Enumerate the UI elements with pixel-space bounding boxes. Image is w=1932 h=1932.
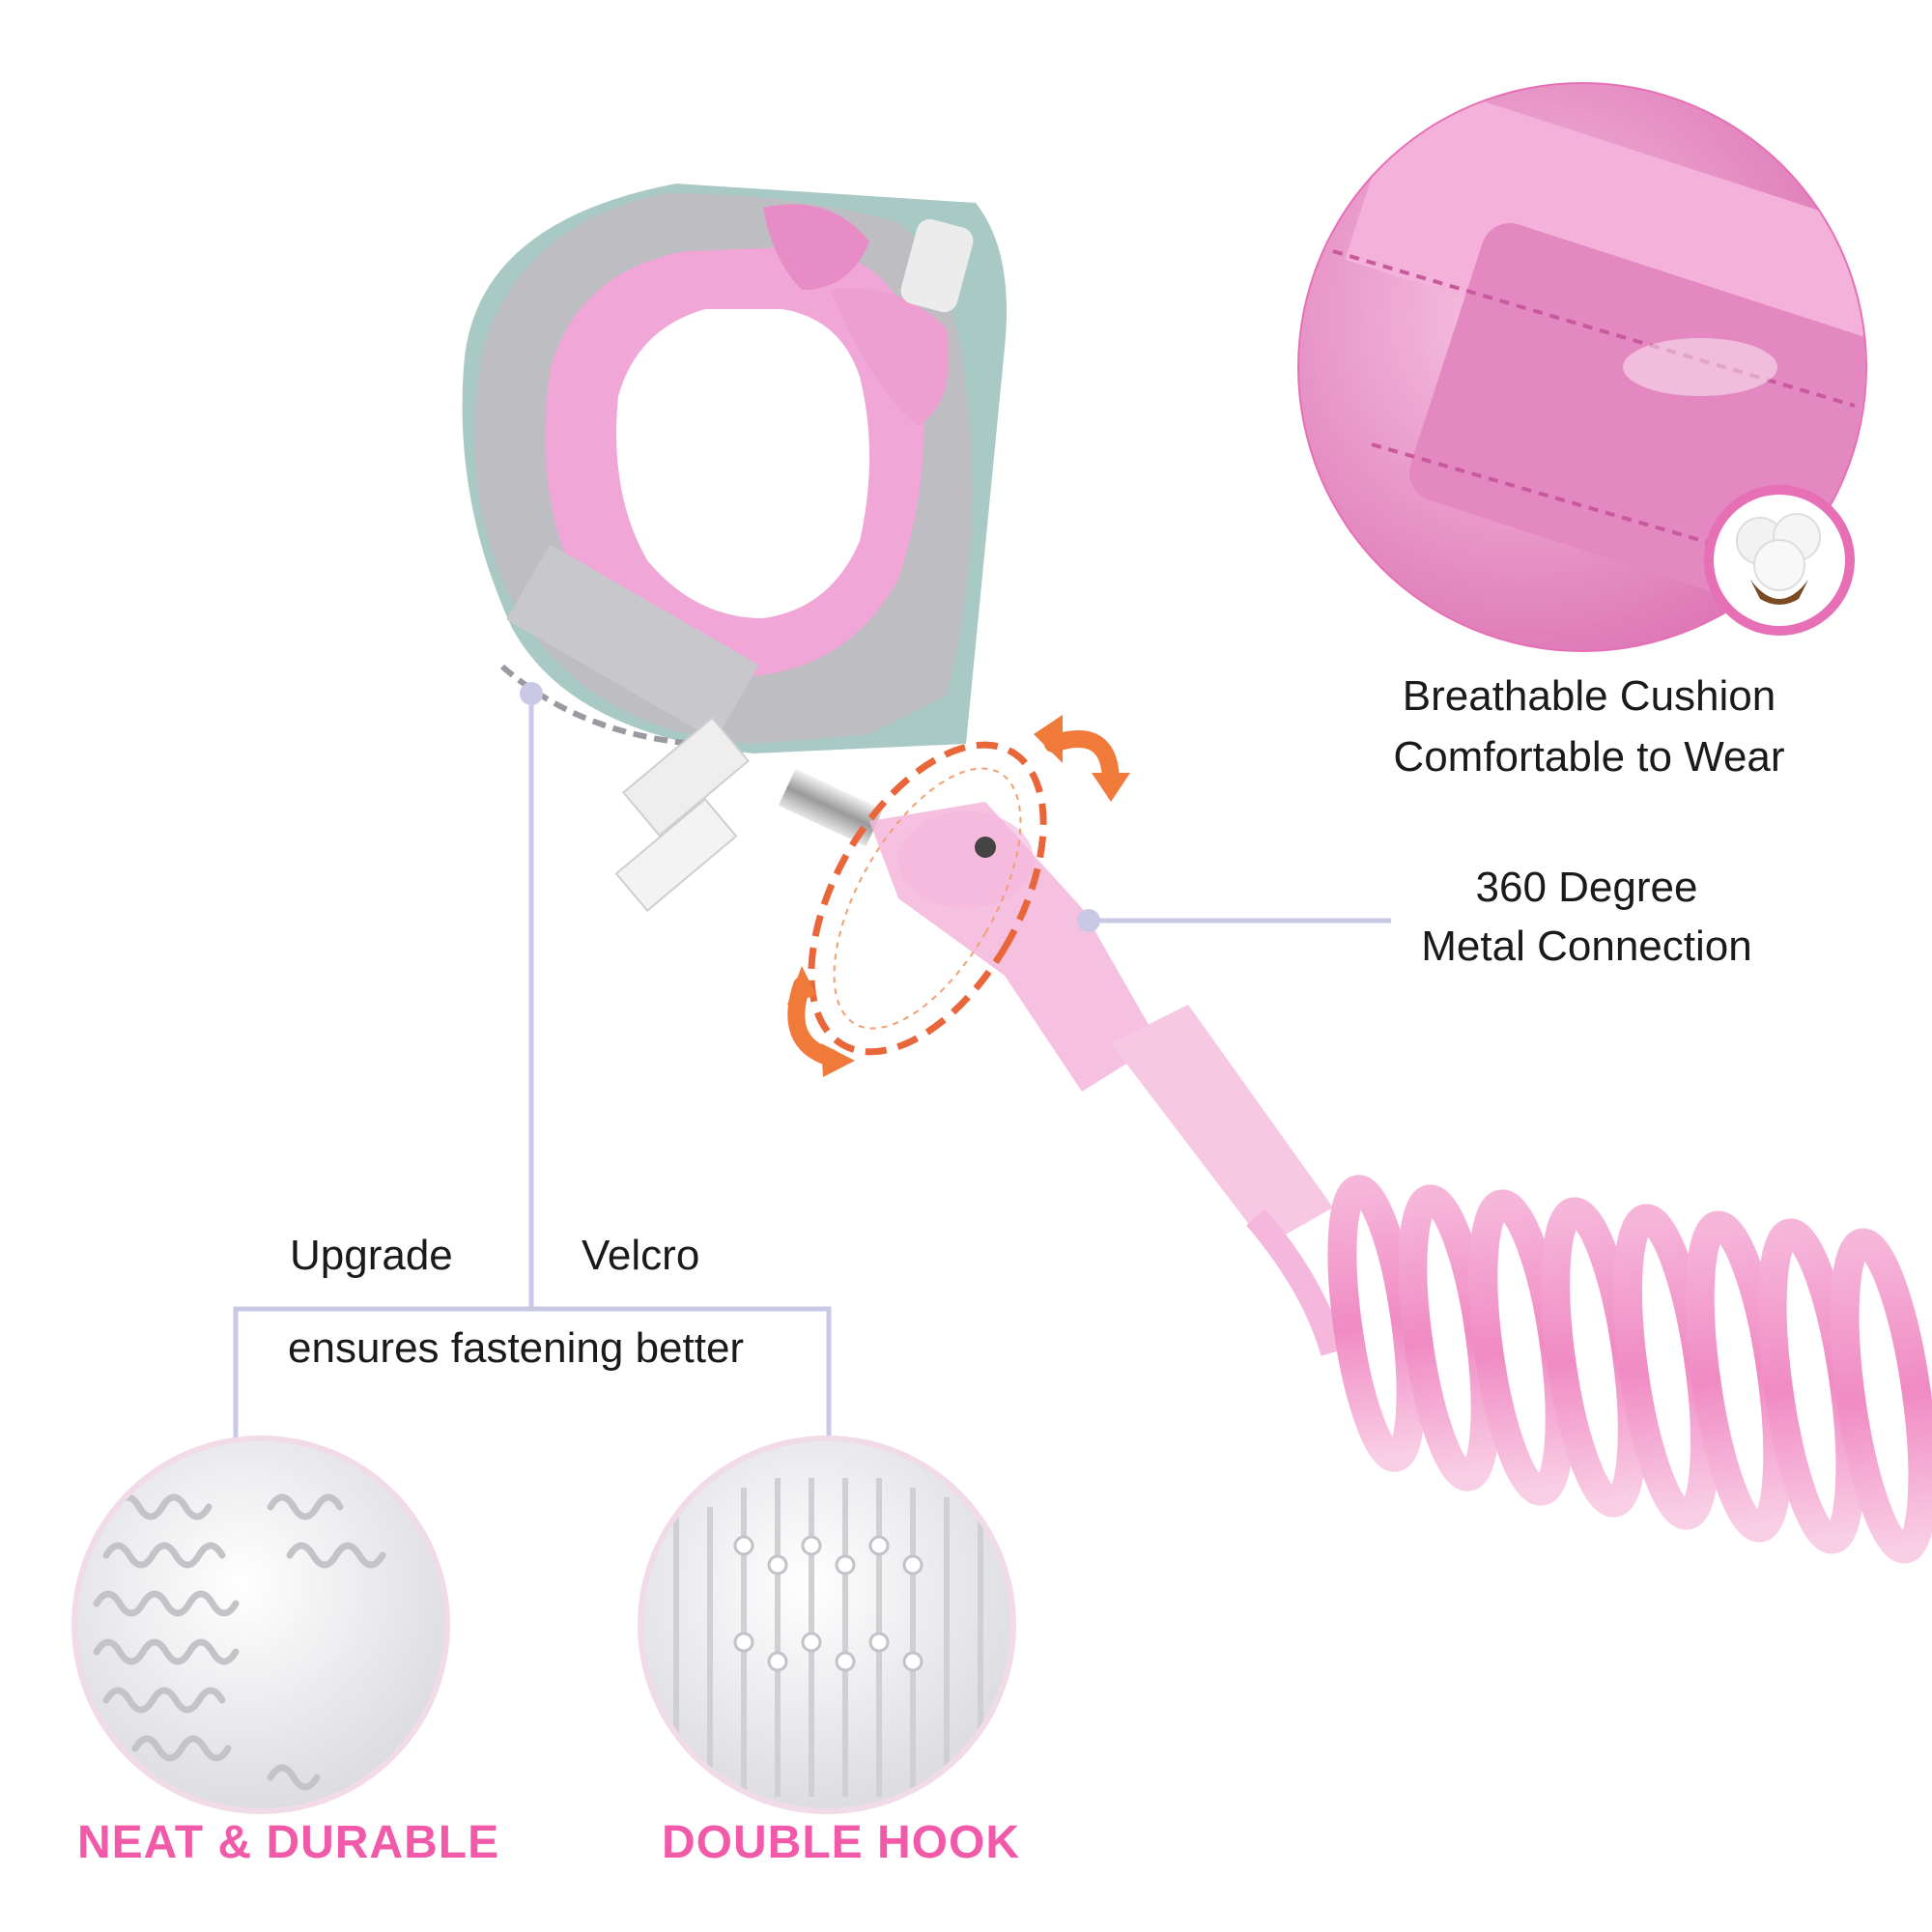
double-hook-closeup <box>638 1435 1016 1814</box>
rotation-arrow-icon <box>787 715 1130 1077</box>
feature-double-hook: DOUBLE HOOK <box>662 1817 1020 1868</box>
callout-dot-connection <box>1077 909 1100 932</box>
cotton-icon <box>1704 485 1855 636</box>
feature-neat-durable: NEAT & DURABLE <box>77 1817 500 1868</box>
callout-dot-strap <box>520 682 543 705</box>
cushion-closeup <box>1297 82 1867 652</box>
neat-durable-closeup <box>71 1435 450 1814</box>
velcro-caption-upgrade: Upgrade <box>290 1232 453 1279</box>
velcro-caption-velcro: Velcro <box>582 1232 700 1279</box>
cushion-caption-line2: Comfortable to Wear <box>1393 733 1785 781</box>
coiled-cable <box>1246 1175 1932 1564</box>
connection-caption-line2: Metal Connection <box>1421 923 1752 970</box>
cushion-caption-line1: Breathable Cushion <box>1402 672 1776 720</box>
wrist-strap <box>462 184 1007 753</box>
connection-caption-line1: 360 Degree <box>1475 864 1698 911</box>
buckle <box>614 716 1333 1246</box>
velcro-caption-line2: ensures fastening better <box>288 1324 745 1372</box>
callout-lines <box>233 694 1391 1439</box>
